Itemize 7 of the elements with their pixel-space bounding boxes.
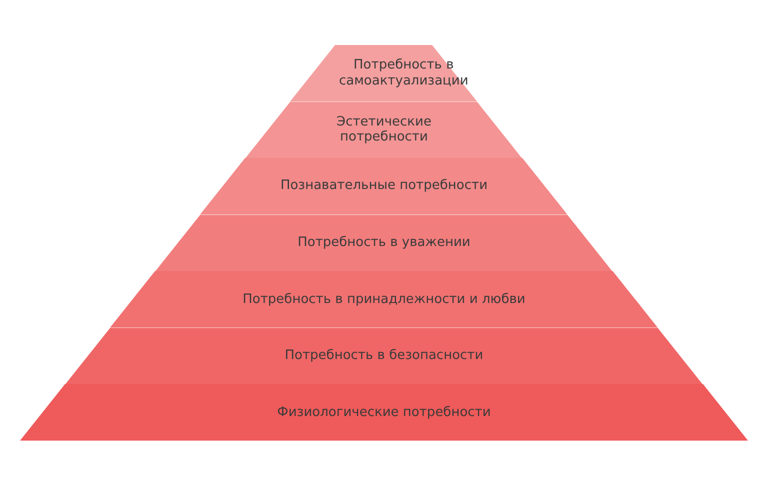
level-label: Физиологические потребности — [277, 404, 491, 420]
level-label: Потребность в принадлежности и любви — [242, 292, 526, 308]
level-label: Эстетические потребности — [336, 114, 432, 146]
level-label: Потребность в самоактуализации — [338, 58, 468, 89]
level-label: Познавательные потребности — [280, 178, 488, 194]
level-label: Потребность в безопасности — [284, 348, 484, 364]
level-label: Потребность в уважении — [298, 235, 470, 251]
